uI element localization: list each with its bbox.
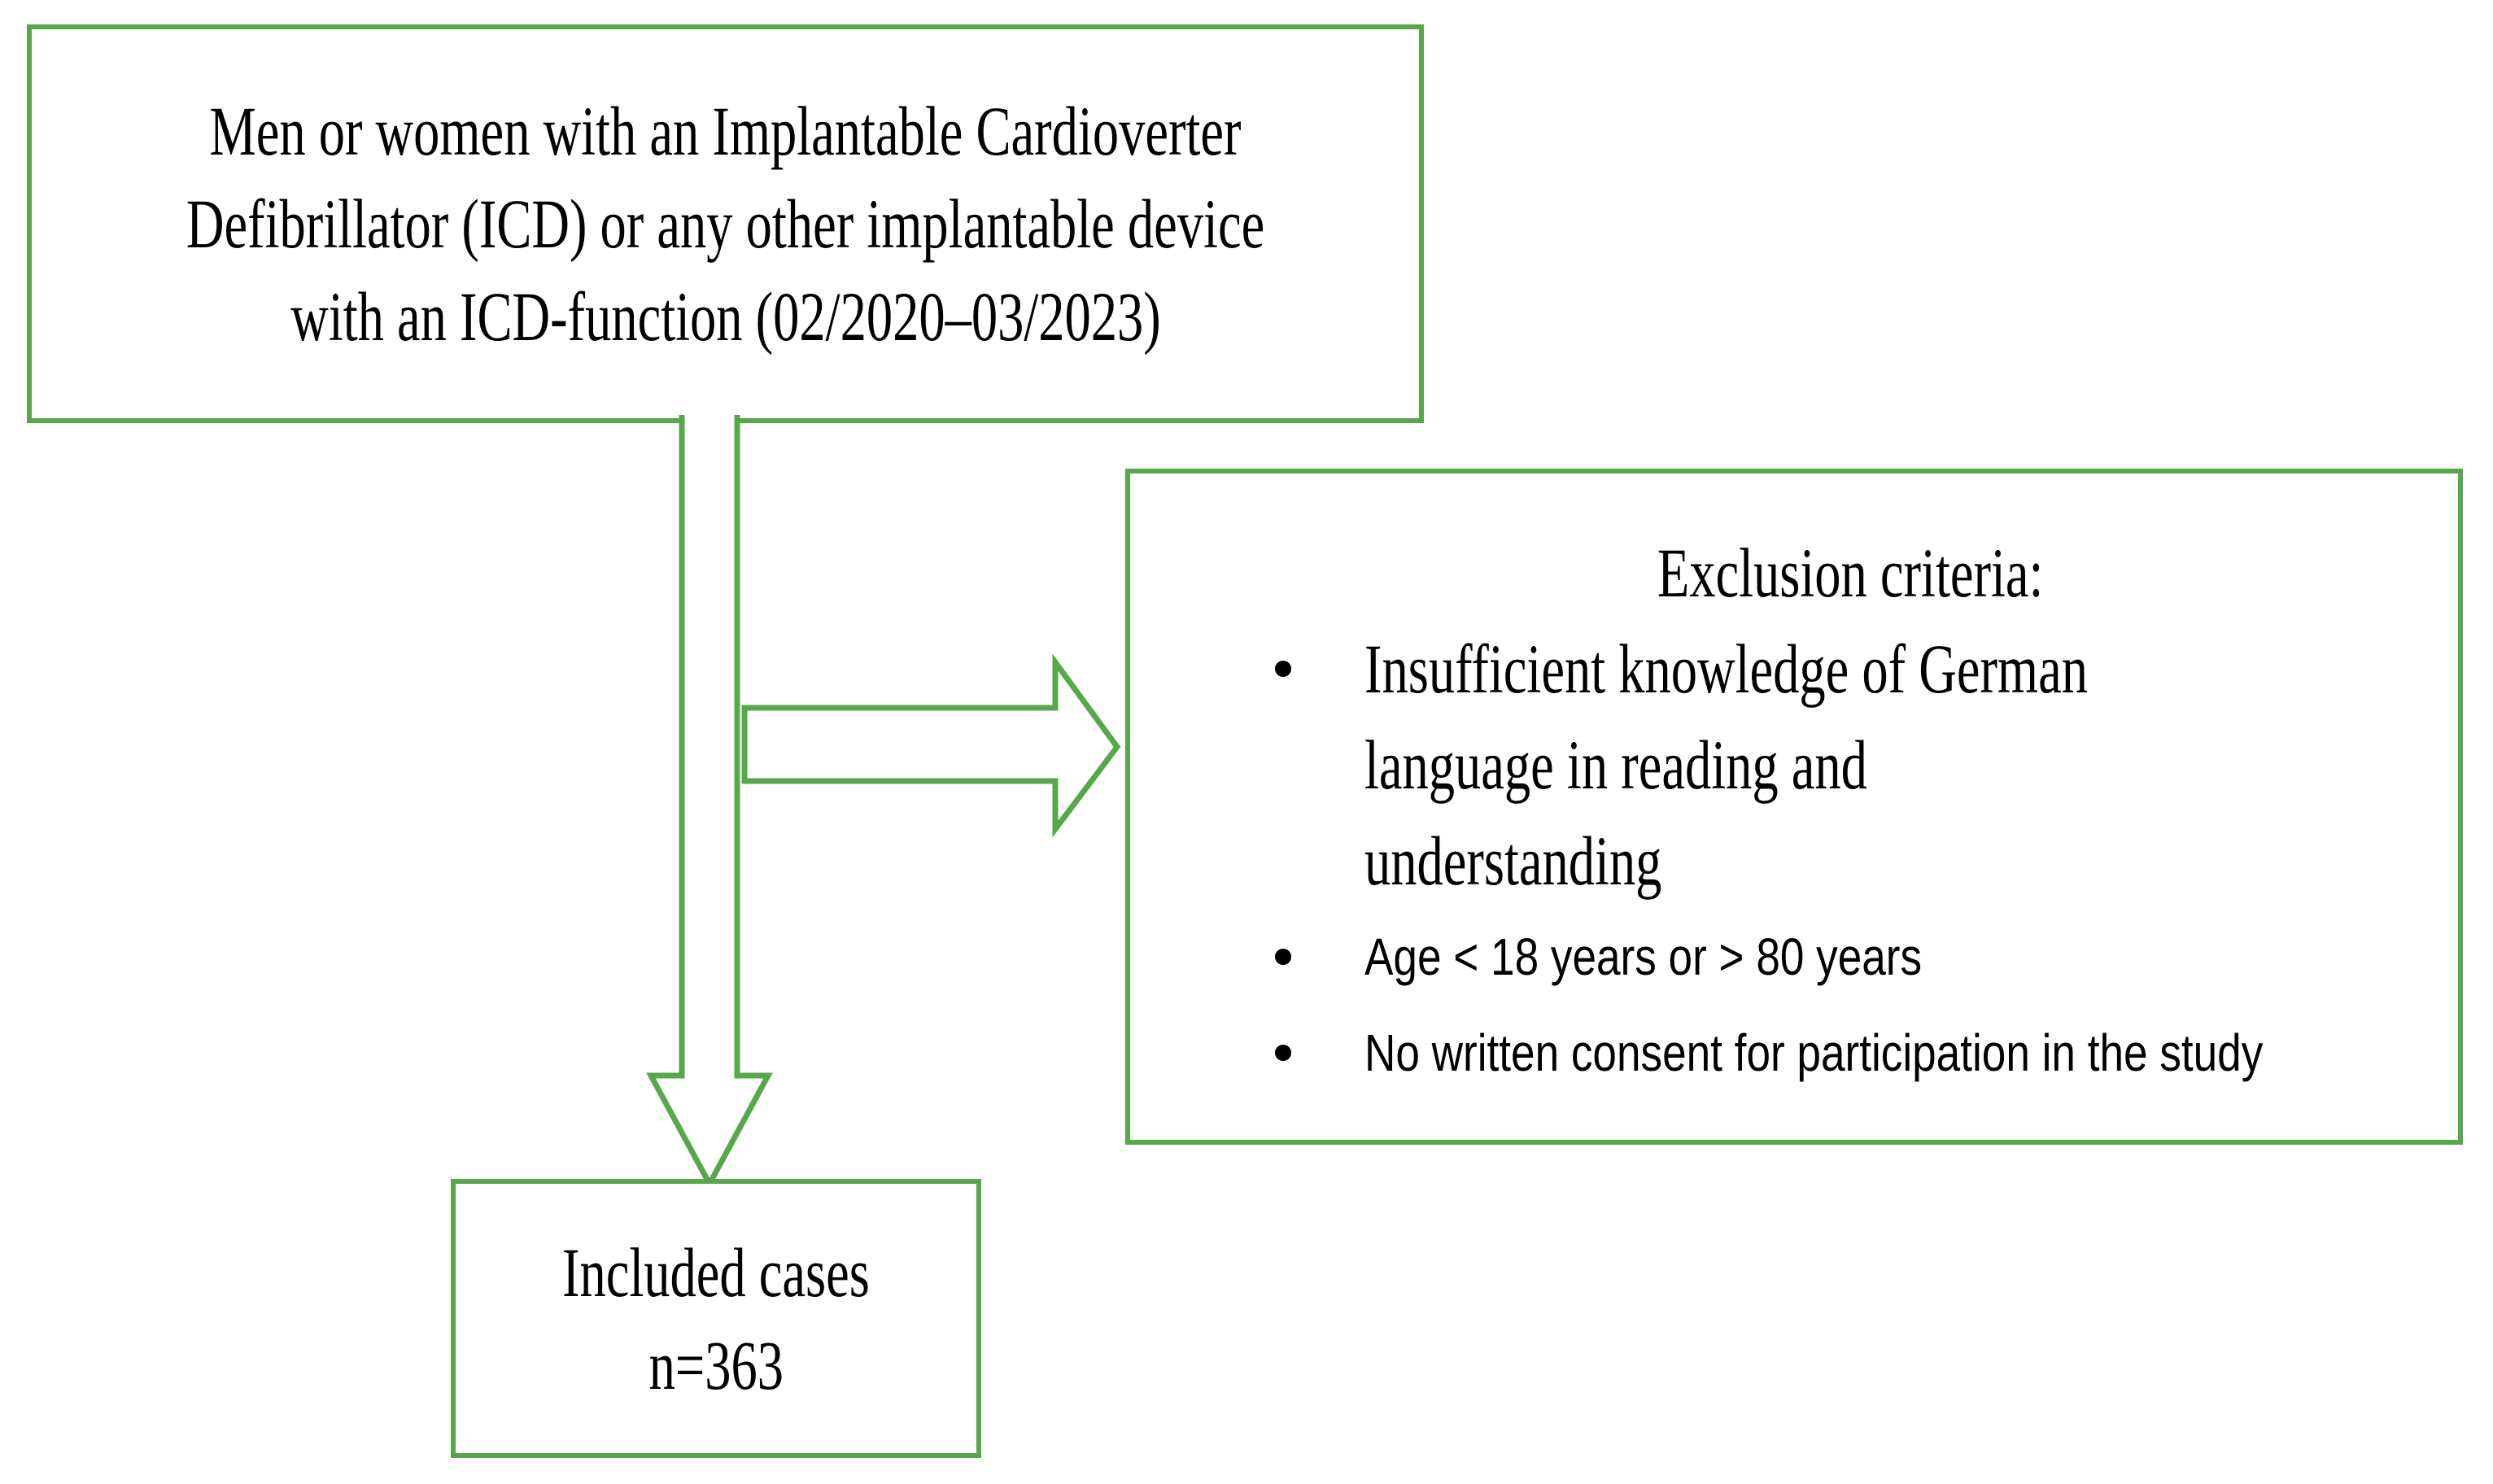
bullet-icon xyxy=(1275,660,1291,677)
exclusion-item-text: No written consent for participation in … xyxy=(1364,1023,2264,1082)
included-count-value: n=363 xyxy=(648,1325,784,1404)
population-box: Men or women with an Implantable Cardiov… xyxy=(27,24,1424,423)
bullet-icon xyxy=(1275,948,1291,965)
population-box-line: Defibrillator (ICD) or any other implant… xyxy=(186,185,1265,263)
exclusion-item: Insufficient knowledge of German languag… xyxy=(1275,621,2442,909)
exclusion-item-text: Age < 18 years or > 80 years xyxy=(1364,927,1923,986)
population-box-line: with an ICD-function (02/2020–03/2023) xyxy=(290,277,1161,356)
exclusion-list: Insufficient knowledge of German languag… xyxy=(1130,621,2458,1101)
exclusion-item: Age < 18 years or > 80 years xyxy=(1275,909,2442,1005)
exclusion-title: Exclusion criteria: xyxy=(1657,533,2044,612)
population-box-line: Men or women with an Implantable Cardiov… xyxy=(209,92,1242,170)
included-box: Included cases n=363 xyxy=(451,1179,981,1458)
exclusion-item: No written consent for participation in … xyxy=(1275,1005,2442,1101)
exclusion-box: Exclusion criteria: Insufficient knowled… xyxy=(1125,469,2463,1145)
exclusion-item-text: Insufficient knowledge of German languag… xyxy=(1364,629,2088,900)
included-cases-label: Included cases xyxy=(562,1233,870,1312)
right-arrow-icon xyxy=(741,653,1121,838)
bullet-icon xyxy=(1275,1044,1291,1061)
